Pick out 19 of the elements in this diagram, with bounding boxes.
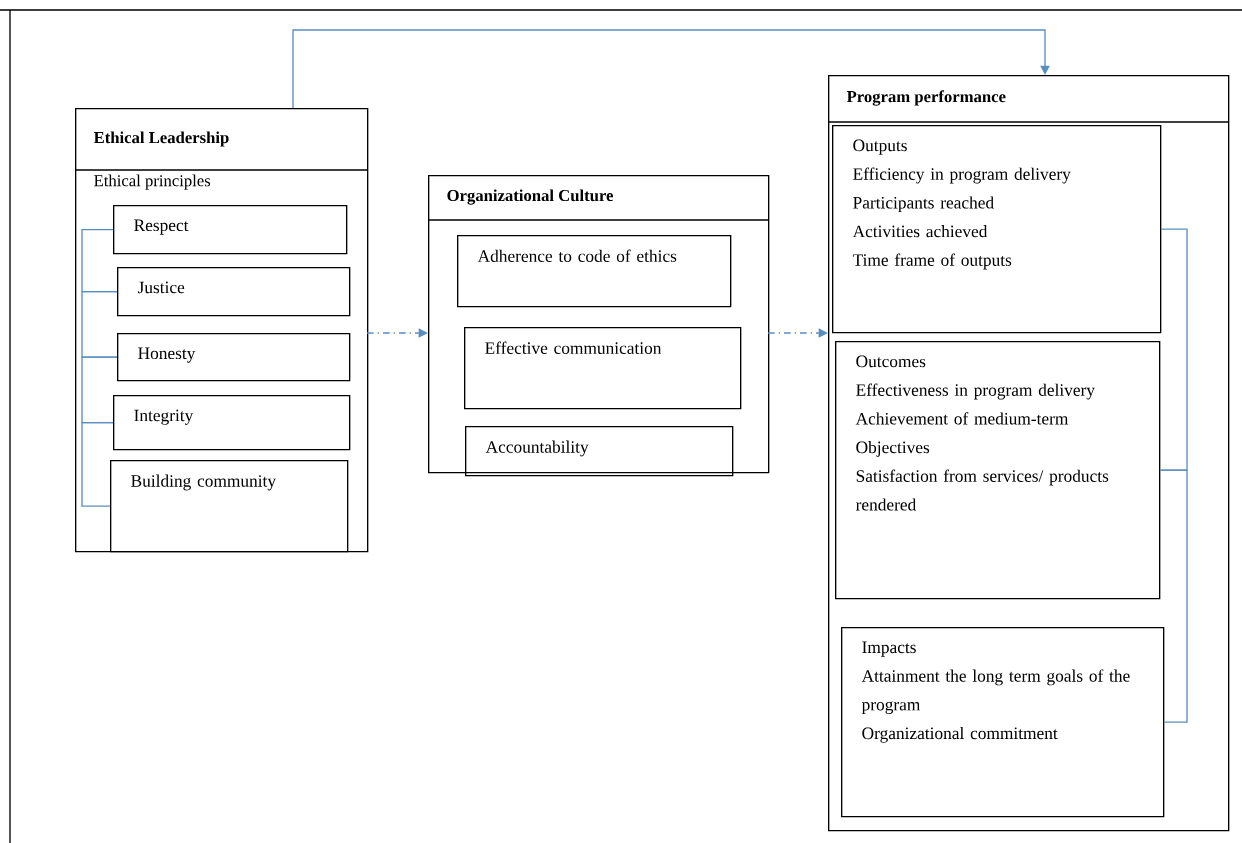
arrow	[366, 328, 428, 338]
item-box: Justice	[117, 267, 351, 317]
connector-line	[81, 291, 118, 358]
item-box: Impacts Attainment the long term goals of the program Organizational commitment	[841, 627, 1165, 818]
connector-line	[81, 422, 114, 507]
arrow	[292, 29, 1050, 109]
item-box: Outputs Efficiency in program delivery Participants reached Activities achieved Time frame of outputs	[832, 125, 1162, 334]
item-box: Outcomes Effectiveness in program delivery Achievement of medium-term Objectives Satisfaction from services/ products rendered	[835, 341, 1161, 600]
item-box: Effective communication	[464, 327, 742, 410]
connector-line	[81, 356, 118, 424]
item-box: Integrity	[113, 395, 351, 451]
item-box: Respect	[113, 205, 348, 255]
connector-line	[1159, 228, 1188, 471]
item-box: Adherence to code of ethics	[457, 235, 732, 308]
item-box: Accountability	[465, 426, 734, 477]
arrow	[767, 328, 828, 338]
item-box: Building community	[110, 460, 349, 553]
item-box: Honesty	[117, 333, 351, 382]
connector-line	[1159, 469, 1188, 723]
